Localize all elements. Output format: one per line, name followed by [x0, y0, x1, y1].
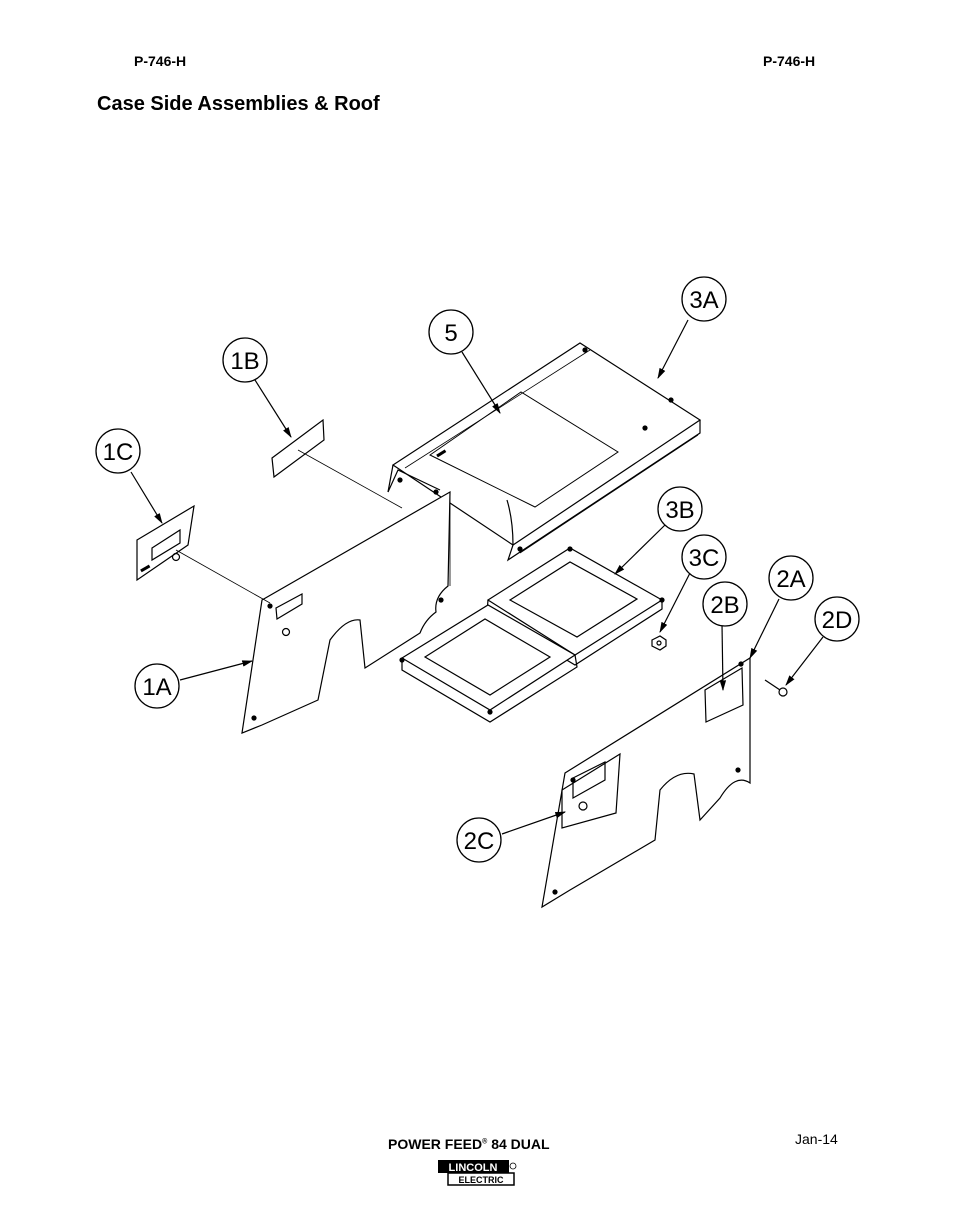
registered-mark: ® — [482, 1138, 488, 1146]
label-1b-part — [271, 418, 325, 479]
assembly-lines — [175, 449, 451, 604]
footer-product-name: POWER FEED® 84 DUAL — [388, 1136, 550, 1152]
callout-3a: 3A — [681, 276, 727, 322]
bottom-assembly-3b-part — [399, 546, 665, 723]
leader-lines — [130, 319, 824, 835]
svg-text:3B: 3B — [665, 497, 694, 524]
svg-text:2A: 2A — [776, 566, 805, 593]
decal-1c-part — [136, 504, 195, 582]
svg-text:3A: 3A — [689, 287, 718, 314]
callout-3c: 3C — [681, 534, 727, 580]
svg-text:LINCOLN: LINCOLN — [449, 1162, 498, 1174]
nut-3c-part — [651, 635, 667, 651]
case-side-2c-part — [541, 656, 751, 909]
svg-text:1B: 1B — [230, 348, 259, 375]
product-model: 84 DUAL — [491, 1136, 550, 1152]
product-name: POWER FEED — [388, 1136, 483, 1152]
lincoln-electric-logo: LINCOLN ELECTRIC — [438, 1160, 517, 1186]
svg-text:ELECTRIC: ELECTRIC — [459, 1175, 505, 1185]
svg-text:2B: 2B — [710, 592, 739, 619]
doc-number-right: P-746-H — [763, 53, 816, 69]
callout-1b: 1B — [222, 337, 268, 383]
callout-2d: 2D — [814, 596, 860, 642]
page-title: Case Side Assemblies & Roof — [97, 93, 380, 115]
svg-text:2C: 2C — [464, 828, 495, 855]
callout-3b: 3B — [657, 486, 703, 532]
svg-text:3C: 3C — [689, 545, 720, 572]
callout-2a: 2A — [768, 555, 814, 601]
footer-date: Jan-14 — [795, 1131, 838, 1147]
svg-text:5: 5 — [444, 320, 457, 347]
callout-5: 5 — [428, 309, 474, 355]
case-side-1a-part — [241, 490, 451, 734]
screw-2d-part — [764, 679, 788, 697]
callout-2c: 2C — [456, 817, 502, 863]
doc-number-left: P-746-H — [134, 53, 187, 69]
svg-text:1A: 1A — [142, 674, 171, 701]
svg-text:1C: 1C — [103, 439, 134, 466]
callout-1a: 1A — [134, 663, 180, 709]
callout-1c: 1C — [95, 428, 141, 474]
callout-2b: 2B — [702, 581, 748, 627]
svg-text:2D: 2D — [822, 607, 853, 634]
